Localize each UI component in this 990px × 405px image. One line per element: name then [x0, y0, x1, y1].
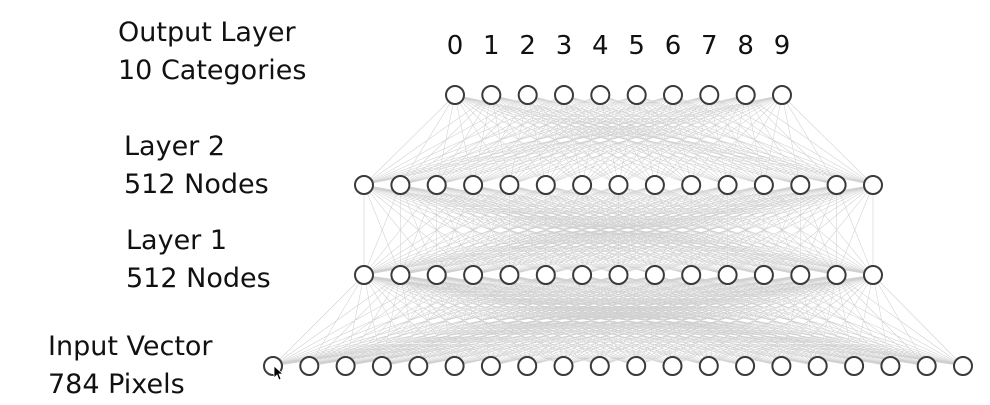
edges-output-to-layer2 — [363, 94, 874, 186]
layer1-node — [608, 265, 629, 285]
input-node — [771, 356, 792, 376]
layer2-node — [463, 175, 484, 195]
input-node — [299, 356, 320, 376]
output-node — [663, 85, 683, 105]
layer1-node — [572, 265, 593, 285]
layer2-node — [790, 175, 811, 195]
layer1-node — [499, 265, 520, 285]
output-node — [445, 85, 465, 105]
input-node — [807, 356, 828, 376]
layer2-node — [535, 175, 556, 195]
layer2-node — [608, 175, 629, 195]
layer2-title: Layer 2 — [124, 131, 226, 162]
layer1-node — [681, 265, 702, 285]
input-node — [480, 356, 501, 376]
input-node — [953, 356, 973, 376]
output-node — [772, 85, 792, 105]
layer1-node — [390, 265, 411, 285]
output-node — [626, 85, 647, 105]
input-vector-title: Input Vector — [48, 331, 213, 362]
layer2-node — [499, 175, 520, 195]
edges-layer2-to-layer1 — [363, 184, 874, 276]
layer1-count: 512 Nodes — [126, 263, 271, 294]
input-node — [735, 356, 756, 376]
layer2-node — [354, 175, 374, 195]
layer1-node — [426, 265, 447, 285]
layer2-count: 512 Nodes — [124, 169, 269, 200]
layer1-node — [826, 265, 847, 285]
layer1-node — [535, 265, 556, 285]
input-node — [553, 356, 574, 376]
input-node — [916, 356, 937, 376]
layer2-node — [717, 175, 738, 195]
layer1-node — [790, 265, 811, 285]
layer2-node — [863, 175, 883, 195]
input-node — [335, 356, 356, 376]
input-node — [880, 356, 901, 376]
network-nodes — [263, 85, 973, 376]
output-digit-label: 4 — [592, 31, 609, 61]
layer2-node — [644, 175, 665, 195]
input-node — [408, 356, 429, 376]
output-digit-label: 5 — [628, 31, 645, 61]
layer1-node — [644, 265, 665, 285]
output-digit-label: 9 — [774, 31, 791, 61]
input-node — [371, 356, 392, 376]
input-node — [844, 356, 865, 376]
mouse-pointer-icon — [273, 365, 283, 381]
edges-layer1-to-input — [272, 274, 964, 367]
output-digit-label: 0 — [447, 31, 464, 61]
output-digit-label: 8 — [737, 31, 754, 61]
input-node — [517, 356, 538, 376]
connection-edges — [272, 94, 964, 367]
input-node — [589, 356, 610, 376]
output-node — [735, 85, 756, 105]
layer2-node — [753, 175, 774, 195]
layer2-node — [426, 175, 447, 195]
layer2-node — [390, 175, 411, 195]
layer2-label: Layer 2 512 Nodes — [124, 128, 269, 204]
input-vector-label: Input Vector 784 Pixels — [48, 328, 213, 404]
output-digit-label: 6 — [665, 31, 682, 61]
layer1-label: Layer 1 512 Nodes — [126, 222, 271, 298]
layer1-node — [863, 265, 883, 285]
output-digit-label: 7 — [701, 31, 718, 61]
output-digit-label: 1 — [483, 31, 500, 61]
layer1-title: Layer 1 — [126, 225, 228, 256]
layer2-node — [572, 175, 593, 195]
output-layer-label: Output Layer 10 Categories — [118, 14, 306, 90]
layer1-node — [717, 265, 738, 285]
input-node — [698, 356, 719, 376]
input-node — [626, 356, 647, 376]
output-layer-count: 10 Categories — [118, 55, 307, 86]
layer2-node — [826, 175, 847, 195]
layer1-node — [463, 265, 484, 285]
layer1-node — [354, 265, 374, 285]
output-digit-label: 3 — [556, 31, 573, 61]
output-node — [699, 85, 720, 105]
input-vector-count: 784 Pixels — [48, 369, 185, 400]
output-node — [481, 85, 502, 105]
input-node — [444, 356, 465, 376]
output-node — [590, 85, 611, 105]
output-digit-label: 2 — [519, 31, 536, 61]
output-node — [517, 85, 538, 105]
output-node — [554, 85, 574, 105]
layer1-node — [753, 265, 774, 285]
layer2-node — [681, 175, 702, 195]
output-layer-title: Output Layer — [118, 17, 296, 48]
input-node — [662, 356, 683, 376]
